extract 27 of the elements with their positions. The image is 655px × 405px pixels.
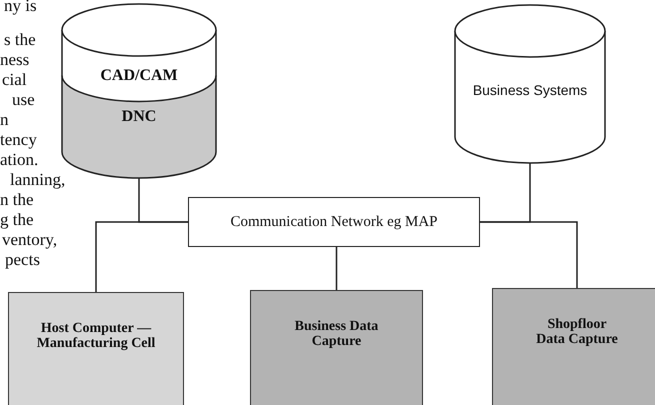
system-box (250, 290, 423, 405)
text-fragment: g the (0, 210, 34, 230)
text-fragment: ventory, (2, 230, 58, 250)
text-fragment: n the (0, 190, 34, 210)
text-fragment: s the (4, 30, 36, 50)
network-box (188, 197, 480, 247)
system-box (492, 288, 655, 405)
text-fragment: ness (0, 50, 30, 70)
connector-line (95, 221, 188, 292)
text-fragment: ny is (4, 0, 37, 16)
text-fragment: cial (2, 70, 27, 90)
text-fragment: pects (5, 250, 40, 270)
database-label: Business Systems (472, 83, 588, 98)
text-fragment: ation. (0, 150, 38, 170)
system-label: Business Data Capture (294, 319, 380, 352)
system-label: Shopfloor Data Capture (535, 317, 619, 350)
system-label: Host Computer — Manufacturing Cell (36, 321, 156, 354)
text-fragment: lanning, (10, 170, 66, 190)
system-box (8, 292, 184, 405)
section-label: DNC (120, 109, 158, 126)
connector-line (480, 221, 578, 288)
text-fragment: use (12, 90, 35, 110)
text-fragment: tency (0, 130, 37, 150)
connector-line (336, 247, 338, 290)
text-fragment: n (0, 110, 8, 130)
network-label: Communication Network eg MAP (230, 214, 438, 230)
section-label: CAD/CAM (99, 68, 179, 85)
